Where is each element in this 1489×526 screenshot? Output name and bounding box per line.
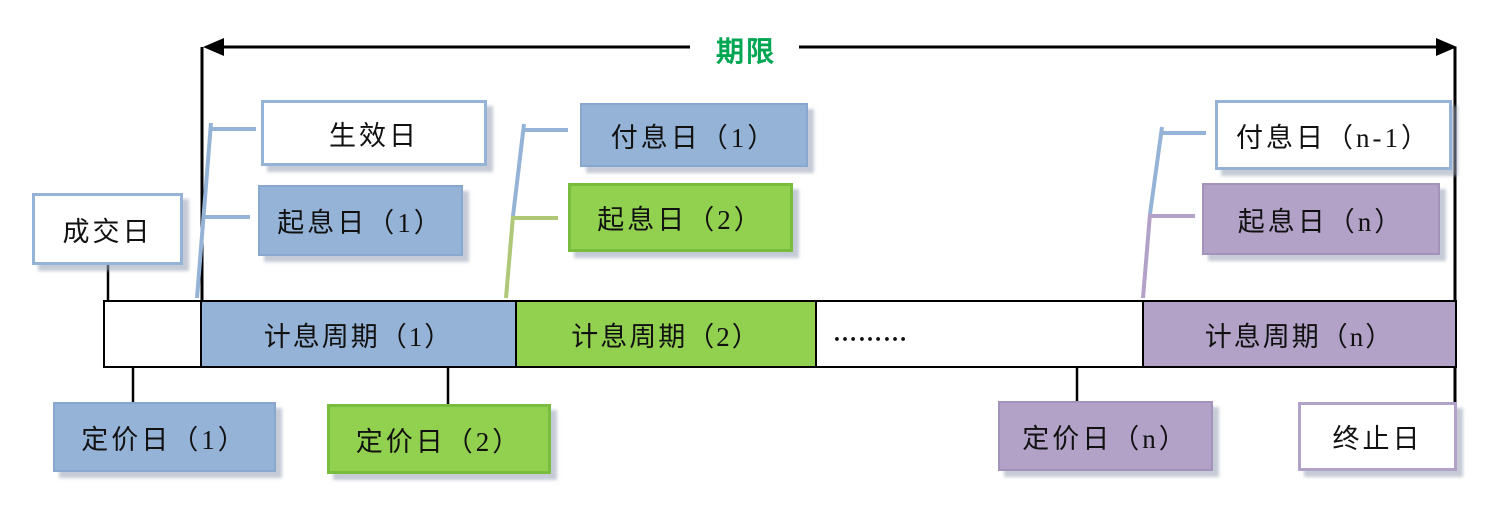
pricing-date-1-box: 定价日（1）	[53, 402, 276, 472]
timeline-bar: 计息周期（1） 计息周期（2） ……… 计息周期（n）	[103, 300, 1457, 368]
termination-date-box: 终止日	[1298, 402, 1457, 471]
pricing-date-2-box: 定价日（2）	[327, 404, 551, 474]
trade-date-box: 成交日	[32, 193, 183, 265]
effective-date-box: 生效日	[261, 100, 487, 166]
interest-start-n-box: 起息日（n）	[1202, 183, 1440, 255]
payment-date-n-minus-1-box: 付息日（n-1）	[1215, 100, 1452, 170]
pricing-date-n-box: 定价日（n）	[998, 401, 1213, 471]
term-arrow	[203, 38, 1457, 56]
payment-date-1-box: 付息日（1）	[580, 103, 808, 167]
bar-segment-period-n: 计息周期（n）	[1142, 302, 1455, 366]
interest-start-2-box: 起息日（2）	[568, 183, 793, 252]
bar-segment-pre-effective	[105, 302, 200, 366]
interest-start-1-box: 起息日（1）	[258, 185, 463, 256]
term-title: 期限	[693, 30, 799, 70]
callout-period-n-start	[1141, 126, 1206, 299]
bar-segment-period-1: 计息周期（1）	[200, 302, 515, 366]
callout-period-2-start	[504, 123, 568, 299]
bar-segment-period-2: 计息周期（2）	[515, 302, 815, 366]
bar-segment-ellipsis: ………	[815, 302, 1142, 366]
callout-period-1-start	[195, 122, 256, 299]
